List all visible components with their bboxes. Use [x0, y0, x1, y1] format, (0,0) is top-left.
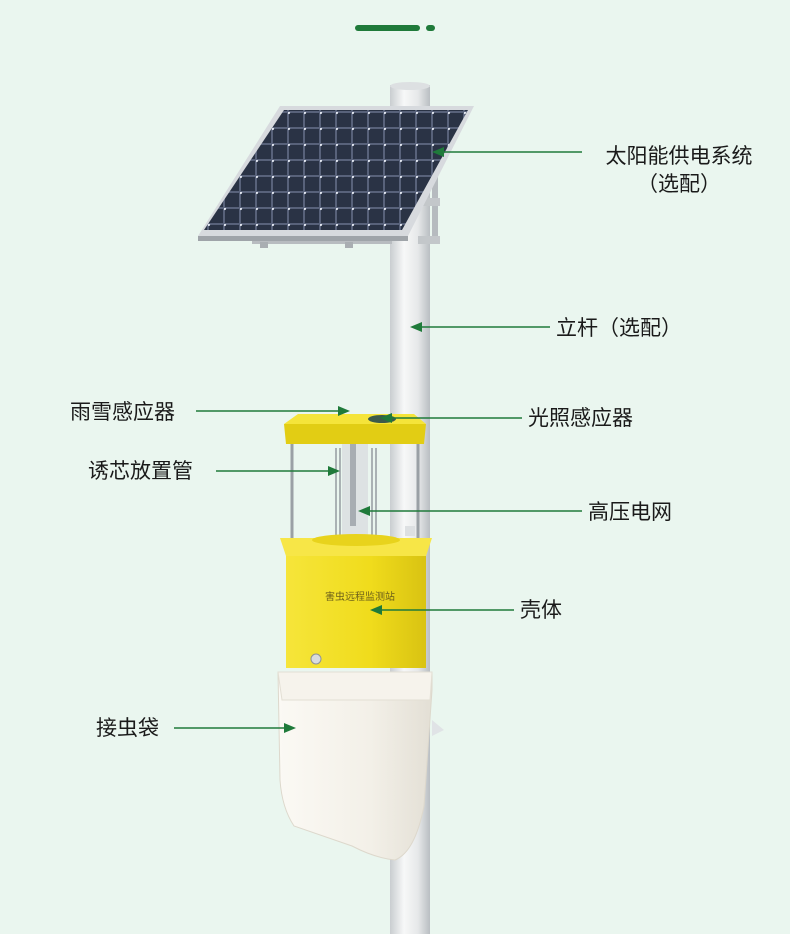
label-solar-optional: （选配） — [637, 172, 721, 196]
label-shell: 壳体 — [520, 598, 562, 622]
top-decoration — [355, 25, 435, 31]
high-voltage-grid — [335, 448, 377, 538]
solar-panel — [198, 106, 474, 241]
label-pole: 立杆（选配） — [556, 316, 682, 340]
support-rods — [290, 444, 420, 538]
shell: 害虫远程监测站 — [280, 526, 432, 668]
label-rain-snow-sensor: 雨雪感应器 — [70, 400, 175, 424]
label-solar-power-system: 太阳能供电系统 — [605, 144, 753, 168]
lure-tube — [342, 444, 368, 542]
leader-lines — [174, 147, 582, 733]
device-text: 害虫远程监测站 — [325, 590, 395, 603]
label-light-sensor: 光照感应器 — [528, 406, 633, 430]
label-lure-tube: 诱芯放置管 — [88, 459, 193, 483]
screw — [310, 653, 322, 665]
label-collection-bag: 接虫袋 — [96, 716, 159, 740]
label-high-voltage-grid: 高压电网 — [588, 500, 672, 524]
collection-bag — [277, 671, 444, 861]
